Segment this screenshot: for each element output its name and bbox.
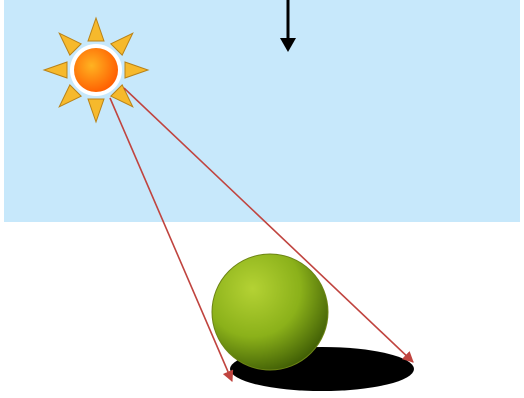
sky — [4, 0, 520, 222]
green-ball — [212, 254, 328, 370]
sun-icon — [44, 18, 148, 122]
